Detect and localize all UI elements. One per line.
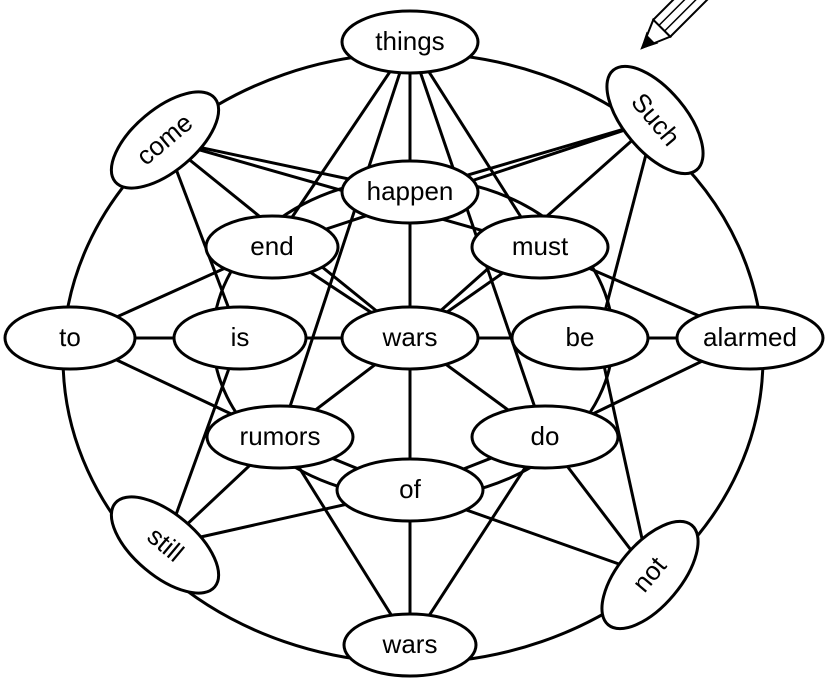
node-of-shape <box>335 457 485 523</box>
node-do-shape <box>470 404 620 470</box>
node-be-label: be <box>566 322 595 352</box>
edge-things-must <box>408 41 542 248</box>
node-wars-center-shape <box>340 305 480 371</box>
node-things-shape <box>340 9 480 75</box>
edge-is-still <box>163 337 242 546</box>
node-is-label: is <box>231 322 250 352</box>
node-do: do <box>470 404 620 470</box>
node-to-label: to <box>59 322 81 352</box>
node-must: must <box>470 214 610 280</box>
node-rumors-label: rumors <box>240 421 321 451</box>
node-not-shape <box>600 519 700 631</box>
node-wars-center-label: wars <box>382 322 438 352</box>
node-happen: happen <box>340 159 480 225</box>
node-to: to <box>3 305 137 371</box>
node-happen-shape <box>340 159 480 225</box>
node-still: still <box>109 495 221 595</box>
node-happen-label: happen <box>367 176 454 206</box>
pencil-icon <box>640 0 736 50</box>
node-rumors: rumors <box>205 404 355 470</box>
edge-things-rumors <box>278 41 412 438</box>
node-end-shape <box>204 214 340 280</box>
edge-wars2-rumors <box>278 436 412 646</box>
node-be: be <box>510 305 650 371</box>
node-things-label: things <box>375 26 444 56</box>
node-still-shape <box>109 495 221 595</box>
node-wars-bottom-label: wars <box>382 629 438 659</box>
node-come-shape <box>109 90 221 190</box>
node-wars-bottom: wars <box>342 612 478 678</box>
node-wars-center: wars <box>340 305 480 371</box>
node-alarmed-shape <box>675 305 825 371</box>
node-do-label: do <box>531 421 560 451</box>
node-is: is <box>172 305 308 371</box>
edge-things-end <box>270 41 412 248</box>
node-end-label: end <box>250 231 293 261</box>
node-of: of <box>335 457 485 523</box>
node-to-shape <box>3 305 137 371</box>
node-be-shape <box>510 305 650 371</box>
node-is-shape <box>172 305 308 371</box>
node-must-label: must <box>512 231 569 261</box>
node-such: Such <box>605 64 705 176</box>
node-must-shape <box>470 214 610 280</box>
node-alarmed: alarmed <box>675 305 825 371</box>
edge-wars2-do <box>408 436 547 646</box>
node-rumors-shape <box>205 404 355 470</box>
node-alarmed-label: alarmed <box>703 322 797 352</box>
node-of-label: of <box>399 474 421 504</box>
node-such-shape <box>605 64 705 176</box>
node-not: not <box>600 519 700 631</box>
edge-be-not <box>596 337 652 576</box>
node-things: things <box>340 9 480 75</box>
node-end: end <box>204 214 340 280</box>
node-come: come <box>109 90 221 190</box>
edge-come-is <box>163 139 242 339</box>
node-wars-bottom-shape <box>342 612 478 678</box>
